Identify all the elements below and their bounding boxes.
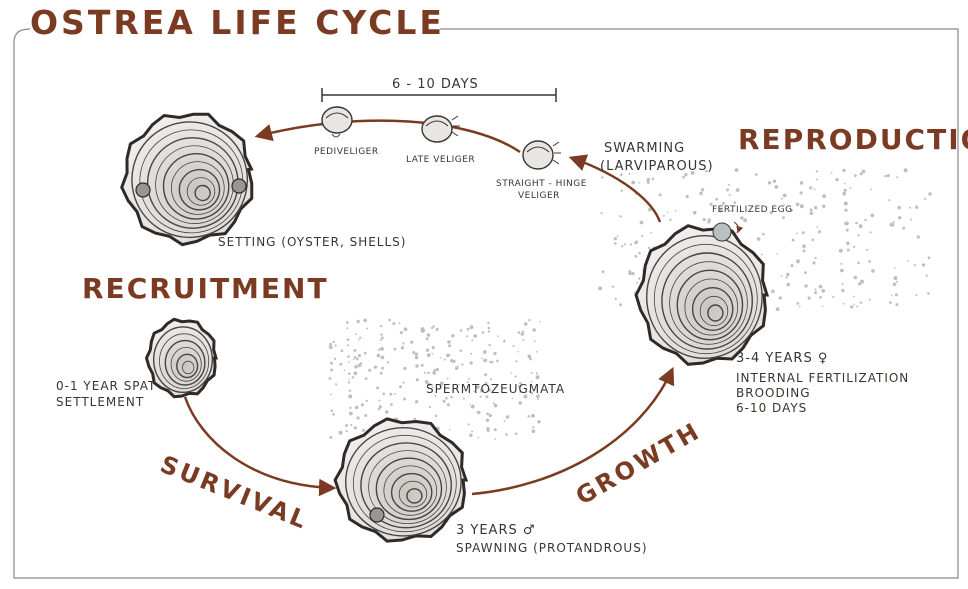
female-oyster-shell — [636, 226, 767, 365]
internal-fertilization-label: INTERNAL FERTILIZATION — [736, 372, 909, 384]
spat-on-shell — [232, 179, 246, 193]
swarming-label-line1: SWARMING — [604, 142, 685, 155]
spat-label-line1: 0-1 YEAR SPAT — [56, 380, 156, 392]
pediveliger-label: PEDIVELIGER — [314, 148, 379, 157]
spawning-label: SPAWNING (PROTANDROUS) — [456, 542, 648, 554]
diagram-title: OSTREA LIFE CYCLE — [30, 6, 445, 39]
setting-oyster-shell — [113, 105, 261, 252]
brooding-duration-label: 6-10 DAYS — [736, 402, 807, 414]
setting-label: SETTING (OYSTER, SHELLS) — [218, 236, 406, 248]
reproduction-label: REPRODUCTION — [738, 126, 968, 154]
late-veliger-larva — [422, 116, 460, 142]
pediveliger-larva — [322, 107, 352, 137]
spermtozeugmata-label: SPERMTOZEUGMATA — [426, 383, 565, 395]
brooding-label: BROODING — [736, 387, 811, 399]
male-age-label: 3 YEARS ♂ — [456, 524, 536, 537]
spat-on-shell — [370, 508, 384, 522]
spat-on-shell — [136, 183, 150, 197]
spat-oyster-shell — [147, 319, 217, 396]
straight-hinge-label-line2: VELIGER — [518, 192, 560, 201]
fertilized-egg-label: FERTILIZED EGG — [712, 206, 793, 215]
spermtozeugmata-speckles — [329, 168, 932, 440]
larval-arrow — [258, 121, 520, 152]
female-age-label: 3-4 YEARS ♀ — [736, 352, 828, 365]
recruitment-label: RECRUITMENT — [82, 275, 329, 303]
straight-hinge-veliger-larva — [523, 141, 561, 169]
male-oyster-shell — [335, 419, 466, 541]
late-veliger-label: LATE VELIGER — [406, 156, 475, 165]
swarming-label-line2: (LARVIPAROUS) — [600, 160, 714, 173]
larval-span-label: 6 - 10 DAYS — [392, 78, 479, 91]
straight-hinge-label-line1: STRAIGHT - HINGE — [496, 180, 587, 189]
spat-label-line2: SETTLEMENT — [56, 396, 144, 408]
